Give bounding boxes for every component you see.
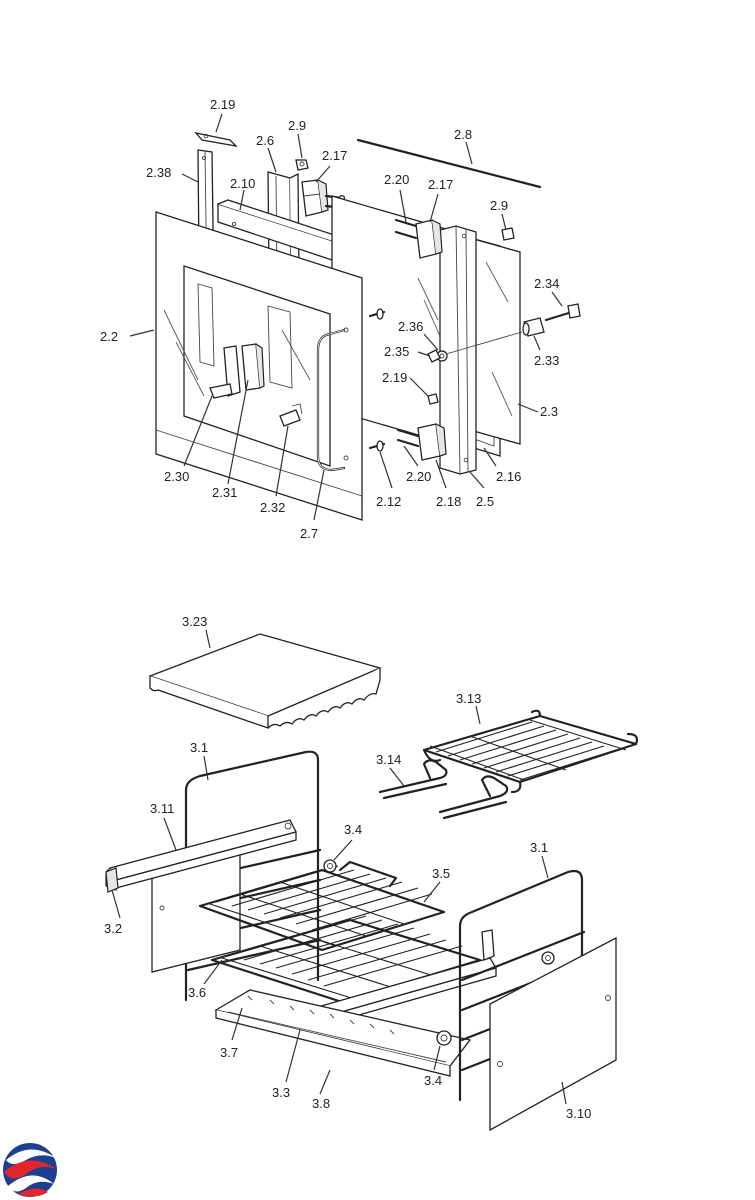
label-2-17-right: 2.17 [428,177,453,192]
label-3-23: 3.23 [182,614,207,629]
label-2-9-top: 2.9 [288,118,306,133]
label-2-8: 2.8 [454,127,472,142]
part-bracket-2-30 [209,345,241,399]
label-2-17-top: 2.17 [322,148,347,163]
label-2-33: 2.33 [534,353,559,368]
part-nut-2-19-mid [427,393,439,405]
part-hinge-2-17-top [301,179,329,217]
label-3-10: 3.10 [566,1106,591,1121]
label-3-11: 3.11 [150,801,174,816]
label-3-1-left: 3.1 [190,740,208,755]
label-2-5: 2.5 [476,494,494,509]
part-nut-2-9-top [295,159,309,171]
part-bolts-2-12 [368,308,386,452]
part-bracket-2-19-top [194,131,238,147]
part-hinge-2-18 [417,423,447,461]
callout-labels: 2.19 2.9 2.6 2.17 2.8 2.38 2.10 2.20 2.1… [100,97,591,1121]
part-glass-2-3 [469,237,521,445]
label-2-19-mid: 2.19 [382,370,407,385]
label-2-20-bottom: 2.20 [406,469,431,484]
label-2-31: 2.31 [212,485,237,500]
part-rail-end-3-2 [105,867,119,893]
label-3-4-bottom: 3.4 [424,1073,442,1088]
part-handle-2-7 [316,327,349,472]
label-2-30: 2.30 [164,469,189,484]
label-3-7: 3.7 [220,1045,238,1060]
label-2-10: 2.10 [230,176,255,191]
label-3-14: 3.14 [376,752,401,767]
label-2-3: 2.3 [540,404,558,419]
part-shelf-3-6 [210,915,482,1004]
part-bracket-2-32 [279,403,303,427]
part-screws-2-20-top [394,218,418,240]
leader-lines-bottom [111,629,567,1105]
part-inner-strips [197,283,293,389]
label-3-4-top: 3.4 [344,822,362,837]
label-2-12: 2.12 [376,494,401,509]
part-nut-2-35 [427,349,441,363]
oven-interior-group [105,629,639,1132]
part-bracket-2-31 [241,343,265,391]
part-spacer-2-33 [522,317,545,337]
part-screws-2-20-bottom [396,428,420,448]
part-floor-tray-3-8 [214,989,472,1077]
part-rod-2-8 [356,138,542,189]
label-3-5: 3.5 [432,866,450,881]
label-2-2: 2.2 [100,329,118,344]
leader-lines-top [129,113,563,521]
label-2-20-top: 2.20 [384,172,409,187]
door-assembly-group [129,113,581,521]
brand-swirl-logo-icon [3,1143,58,1197]
label-2-16: 2.16 [496,469,521,484]
label-2-38: 2.38 [146,165,171,180]
label-3-8: 3.8 [312,1096,330,1111]
part-clip-3-4-left [323,859,337,873]
label-3-6: 3.6 [188,985,206,1000]
part-nut-2-9-right [501,227,515,241]
label-2-6: 2.6 [256,133,274,148]
part-shelf-3-5 [198,860,446,952]
part-tray-3-23 [148,633,382,729]
label-3-13: 3.13 [456,691,481,706]
label-2-36: 2.36 [398,319,423,334]
part-clip-3-4-right-top [541,951,555,965]
part-washer-2-36 [436,331,523,362]
label-2-18: 2.18 [436,494,461,509]
label-2-34: 2.34 [534,276,559,291]
part-hinge-2-17-right [415,219,443,259]
label-3-3: 3.3 [272,1085,290,1100]
label-3-1-right: 3.1 [530,840,548,855]
part-clips-3-14 [378,759,509,820]
part-rail-2-5 [439,225,477,475]
part-grill-rack-3-13 [422,709,639,794]
part-clip-3-4-right-bottom [436,1030,452,1046]
label-2-9-right: 2.9 [490,198,508,213]
label-2-19-top: 2.19 [210,97,235,112]
part-right-wall-plate-3-10 [489,936,617,1132]
label-2-35: 2.35 [384,344,409,359]
label-2-32: 2.32 [260,500,285,515]
label-3-2: 3.2 [104,921,122,936]
label-2-7: 2.7 [300,526,318,541]
part-bolt-2-34 [544,303,581,322]
